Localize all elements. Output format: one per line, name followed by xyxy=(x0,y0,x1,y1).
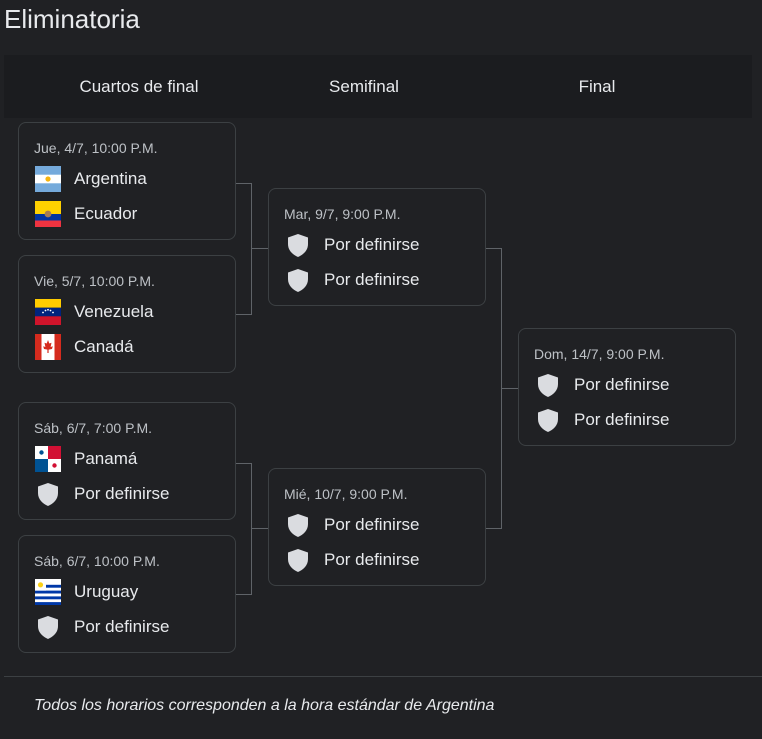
bracket-connector xyxy=(236,594,252,595)
team-row: Por definirse xyxy=(285,546,485,574)
bracket-connector xyxy=(251,463,252,595)
uruguay-flag-icon xyxy=(35,579,61,605)
team-name: Por definirse xyxy=(574,375,670,394)
match-date: Mié, 10/7, 9:00 P.M. xyxy=(284,486,408,502)
team-name: Por definirse xyxy=(74,617,170,636)
match-card-qf1[interactable]: Jue, 4/7, 10:00 P.M. Argentina Ecuador xyxy=(18,122,236,240)
team-row: Uruguay xyxy=(35,578,235,606)
team-name: Panamá xyxy=(74,449,138,468)
team-row: Por definirse xyxy=(35,613,235,641)
team-row: Por definirse xyxy=(285,231,485,259)
argentina-flag-icon xyxy=(35,166,61,192)
team-name: Por definirse xyxy=(74,484,170,503)
stage-semifinal: Semifinal xyxy=(329,77,399,96)
team-name: Argentina xyxy=(74,169,147,188)
team-row: Por definirse xyxy=(535,371,735,399)
footer-divider xyxy=(4,676,762,677)
team-name: Por definirse xyxy=(324,515,420,534)
match-date: Mar, 9/7, 9:00 P.M. xyxy=(284,206,401,222)
team-row: Por definirse xyxy=(535,406,735,434)
match-date: Sáb, 6/7, 10:00 P.M. xyxy=(34,553,160,569)
team-name: Por definirse xyxy=(324,550,420,569)
stage-quarterfinals: Cuartos de final xyxy=(79,77,199,96)
team-row: Canadá xyxy=(35,333,235,361)
team-row: Panamá xyxy=(35,445,235,473)
match-card-sf1[interactable]: Mar, 9/7, 9:00 P.M. Por definirse Por de… xyxy=(268,188,486,306)
team-row: Venezuela xyxy=(35,298,235,326)
bracket-connector xyxy=(486,248,502,249)
canada-flag-icon xyxy=(35,334,61,360)
bracket-connector xyxy=(236,183,252,184)
bracket-connector xyxy=(236,314,252,315)
match-card-sf2[interactable]: Mié, 10/7, 9:00 P.M. Por definirse Por d… xyxy=(268,468,486,586)
match-card-qf4[interactable]: Sáb, 6/7, 10:00 P.M. Uruguay Por definir… xyxy=(18,535,236,653)
team-name: Por definirse xyxy=(324,235,420,254)
team-name: Por definirse xyxy=(574,410,670,429)
bracket-connector xyxy=(236,463,252,464)
team-name: Ecuador xyxy=(74,204,138,223)
shield-icon xyxy=(285,512,311,538)
ecuador-flag-icon xyxy=(35,201,61,227)
bracket-connector xyxy=(486,528,502,529)
team-name: Canadá xyxy=(74,337,134,356)
stage-header: Cuartos de final Semifinal Final xyxy=(4,55,752,118)
team-name: Por definirse xyxy=(324,270,420,289)
match-date: Sáb, 6/7, 7:00 P.M. xyxy=(34,420,153,436)
bracket-connector xyxy=(501,388,518,389)
match-card-qf2[interactable]: Vie, 5/7, 10:00 P.M. Venezuela Canadá xyxy=(18,255,236,373)
team-row: Por definirse xyxy=(35,480,235,508)
shield-icon xyxy=(35,614,61,640)
match-card-final[interactable]: Dom, 14/7, 9:00 P.M. Por definirse Por d… xyxy=(518,328,736,446)
team-row: Por definirse xyxy=(285,266,485,294)
shield-icon xyxy=(285,232,311,258)
bracket-connector xyxy=(251,248,268,249)
venezuela-flag-icon xyxy=(35,299,61,325)
team-row: Por definirse xyxy=(285,511,485,539)
shield-icon xyxy=(285,547,311,573)
team-name: Venezuela xyxy=(74,302,154,321)
stage-final: Final xyxy=(578,77,616,96)
team-row: Ecuador xyxy=(35,200,235,228)
match-card-qf3[interactable]: Sáb, 6/7, 7:00 P.M. Panamá Por definirse xyxy=(18,402,236,520)
shield-icon xyxy=(285,267,311,293)
shield-icon xyxy=(535,407,561,433)
match-date: Dom, 14/7, 9:00 P.M. xyxy=(534,346,665,362)
shield-icon xyxy=(35,481,61,507)
team-name: Uruguay xyxy=(74,582,139,601)
bracket-connector xyxy=(251,183,252,315)
team-row: Argentina xyxy=(35,165,235,193)
match-date: Vie, 5/7, 10:00 P.M. xyxy=(34,273,155,289)
shield-icon xyxy=(535,372,561,398)
panama-flag-icon xyxy=(35,446,61,472)
timezone-footnote: Todos los horarios corresponden a la hor… xyxy=(34,697,495,714)
match-date: Jue, 4/7, 10:00 P.M. xyxy=(34,140,158,156)
page-title: Eliminatoria xyxy=(4,4,140,34)
bracket-connector xyxy=(251,528,268,529)
